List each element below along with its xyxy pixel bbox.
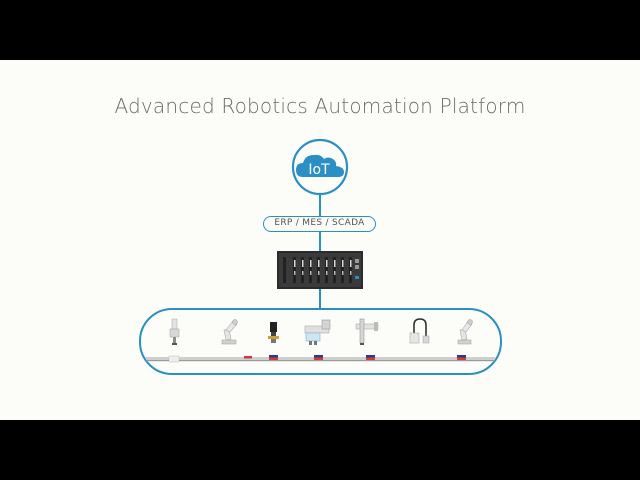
integration-pill: ERP / MES / SCADA: [263, 216, 376, 232]
robot-arm-icon: [221, 319, 238, 345]
rail-axis-icon: [355, 318, 379, 345]
marker-flag: [314, 355, 323, 360]
robot-arm-icon: [457, 319, 473, 345]
marker-flag: [457, 355, 466, 360]
automation-diagram: IoT: [139, 138, 502, 375]
marker-red: [244, 356, 252, 359]
marker-flag: [269, 355, 278, 360]
letterbox-top: [0, 0, 640, 60]
page-title: Advanced Robotics Automation Platform: [114, 94, 526, 118]
iot-cloud-node: IoT: [291, 138, 349, 196]
letterbox-bottom: [0, 420, 640, 480]
cloud-label: IoT: [308, 162, 330, 178]
marker-flag: [366, 355, 375, 360]
equipment-bus-frame: [139, 308, 502, 375]
linear-actuator-icon: [169, 318, 180, 345]
controller-rack-icon: [277, 251, 363, 289]
camera-sensor-icon: [268, 322, 279, 343]
gripper-hook-icon: [409, 318, 430, 344]
servo-gripper-icon: [304, 319, 331, 345]
diagram-stage: Advanced Robotics Automation Platform Io…: [0, 60, 640, 420]
cloud-icon: [296, 154, 344, 177]
